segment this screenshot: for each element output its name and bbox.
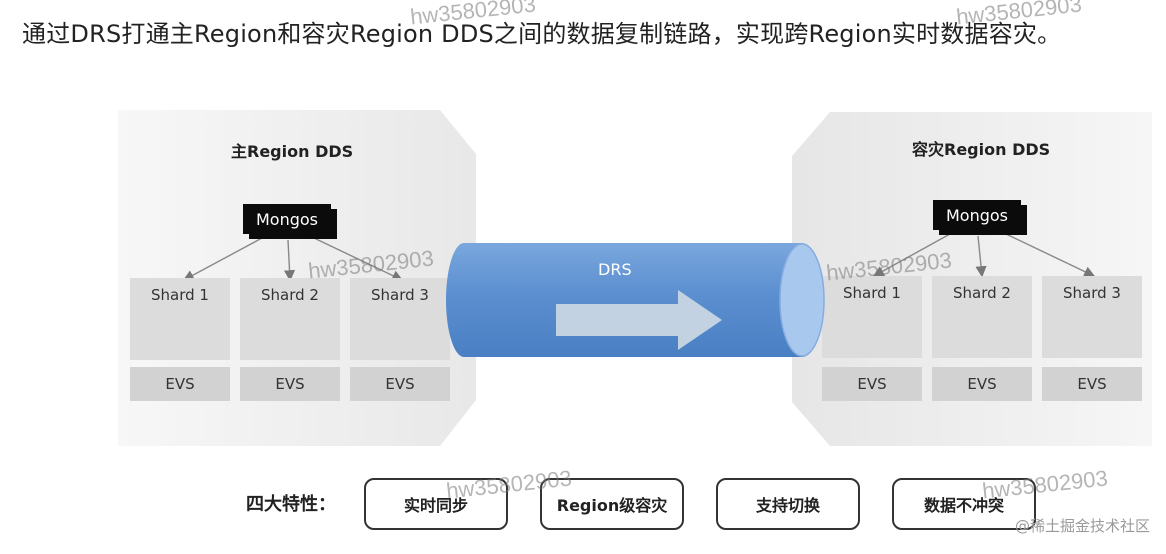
dr-evs-3: EVS bbox=[1042, 367, 1142, 401]
drs-pipe bbox=[446, 243, 825, 357]
dr-region-title: 容灾Region DDS bbox=[912, 140, 1051, 159]
dr-mongos-node: Mongos bbox=[933, 200, 1021, 230]
feature-no-conflict: 数据不冲突 bbox=[892, 478, 1036, 530]
primary-evs-1: EVS bbox=[130, 367, 230, 401]
primary-shard-1: Shard 1 bbox=[130, 278, 230, 360]
primary-shard-2: Shard 2 bbox=[240, 278, 340, 360]
dr-shard-1: Shard 1 bbox=[822, 276, 922, 358]
drs-label: DRS bbox=[598, 260, 632, 279]
dr-shard-2: Shard 2 bbox=[932, 276, 1032, 358]
features-row: 四大特性： 实时同步 Region级容灾 支持切换 数据不冲突 bbox=[0, 474, 1166, 534]
primary-region-title: 主Region DDS bbox=[231, 142, 354, 161]
primary-evs-3: EVS bbox=[350, 367, 450, 401]
headline: 通过DRS打通主Region和容灾Region DDS之间的数据复制链路，实现跨… bbox=[22, 20, 1062, 48]
dr-evs-2: EVS bbox=[932, 367, 1032, 401]
primary-evs-2: EVS bbox=[240, 367, 340, 401]
dr-shard-3: Shard 3 bbox=[1042, 276, 1142, 358]
feature-region-dr: Region级容灾 bbox=[540, 478, 684, 530]
source-credit: @稀土掘金技术社区 bbox=[1014, 517, 1150, 535]
features-label: 四大特性： bbox=[246, 494, 336, 515]
primary-mongos-node: Mongos bbox=[243, 204, 331, 234]
feature-realtime-sync: 实时同步 bbox=[364, 478, 508, 530]
primary-shard-3: Shard 3 bbox=[350, 278, 450, 360]
feature-switchover: 支持切换 bbox=[716, 478, 860, 530]
dr-evs-1: EVS bbox=[822, 367, 922, 401]
flow-arrow-icon bbox=[556, 290, 722, 350]
